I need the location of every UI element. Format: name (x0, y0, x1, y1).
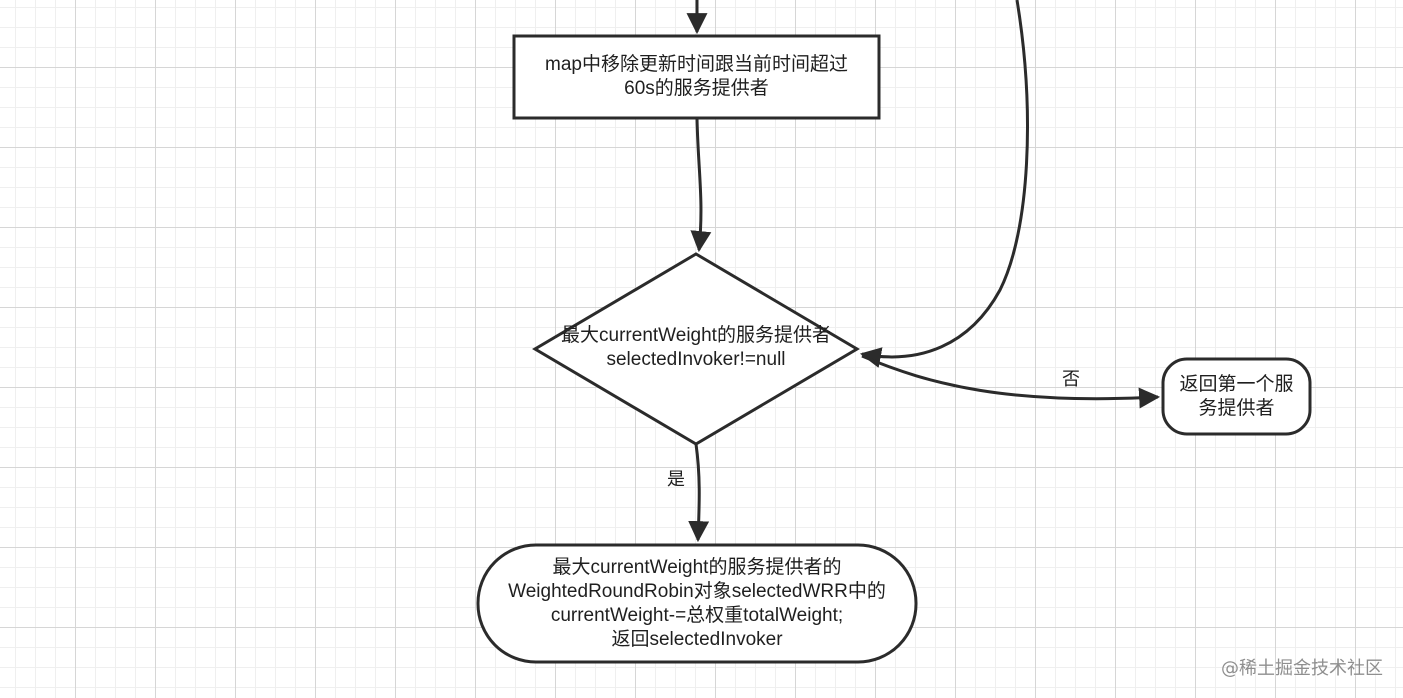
return-first-node (1161, 357, 1312, 436)
update-weight-label: 最大currentWeight的服务提供者的 WeightedRoundRobi… (508, 556, 886, 650)
edge-loop-back-to-decision (859, 0, 1029, 368)
remove-expired-label: map中移除更新时间跟当前时间超过 60s的服务提供者 (545, 54, 848, 99)
edge-label-no: 否 (1062, 369, 1080, 389)
edge-decision-yes (688, 443, 710, 543)
edge-remove-to-decision (690, 117, 712, 253)
update-weight-node (476, 543, 918, 664)
watermark-text: @稀土掘金技术社区 (1221, 658, 1383, 679)
decision-label: 最大currentWeight的服务提供者 selectedInvoker!=n… (561, 325, 831, 370)
remove-expired-box (512, 34, 881, 120)
return-first-label: 返回第一个服 务提供者 (1179, 373, 1294, 419)
edge-decision-no (861, 354, 1161, 409)
edge-label-yes: 是 (667, 469, 685, 489)
